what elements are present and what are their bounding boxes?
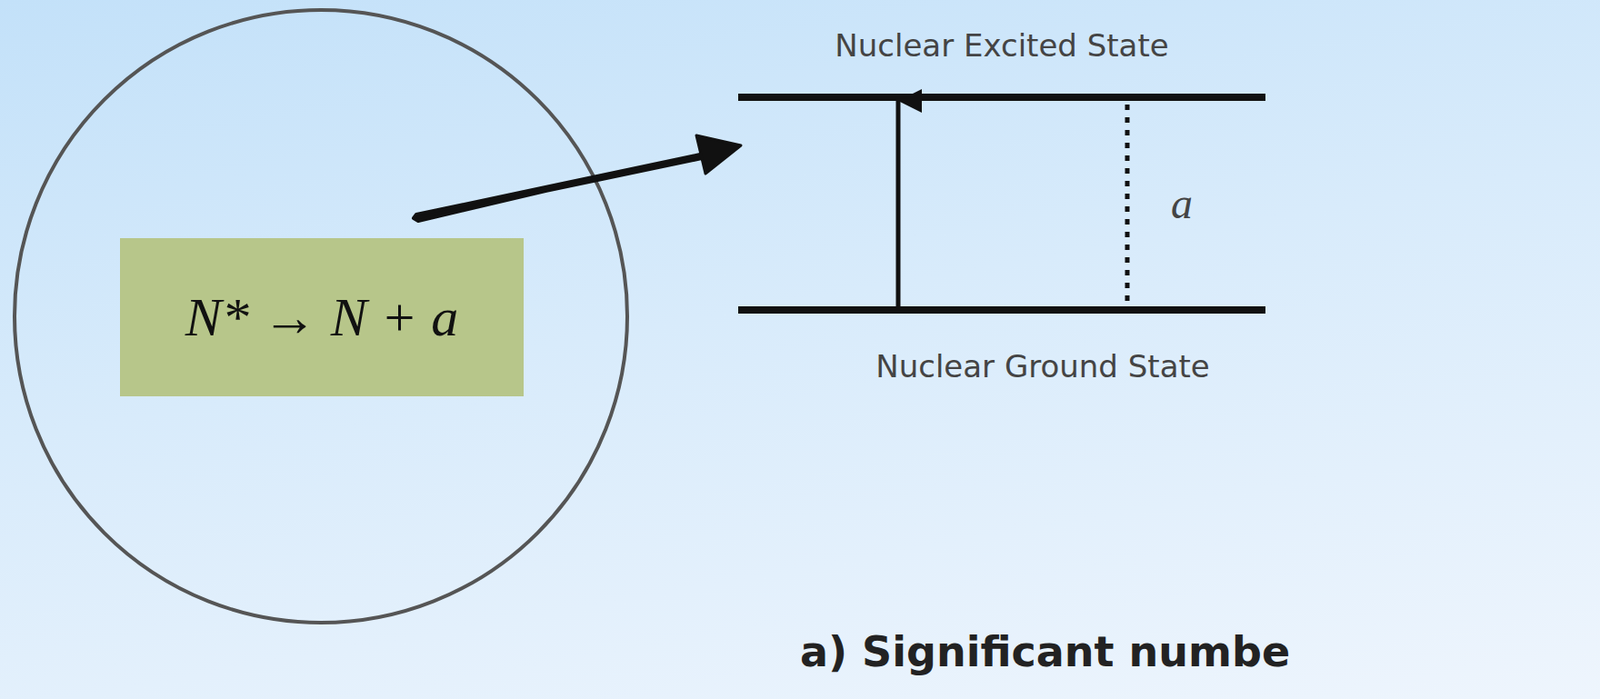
pointer-arrow-shaft [413, 154, 702, 221]
level-name: Nuclear Ground State [820, 348, 1266, 385]
reaction-box: N* → N + a [120, 238, 524, 397]
excitation-arrow [896, 100, 901, 307]
reaction-formula: N* → N + a [185, 287, 460, 348]
pointer-arrow-head [696, 135, 741, 174]
energy-level: Nuclear Excited State [738, 18, 1266, 101]
note-text: a) Significant numbe [800, 627, 1290, 678]
emission-line [1125, 104, 1130, 303]
nucleus-circle [14, 10, 628, 623]
particle-label: a [1170, 181, 1193, 226]
energy-level: Nuclear Ground State [738, 306, 1266, 385]
level-name: Nuclear Excited State [738, 27, 1266, 64]
